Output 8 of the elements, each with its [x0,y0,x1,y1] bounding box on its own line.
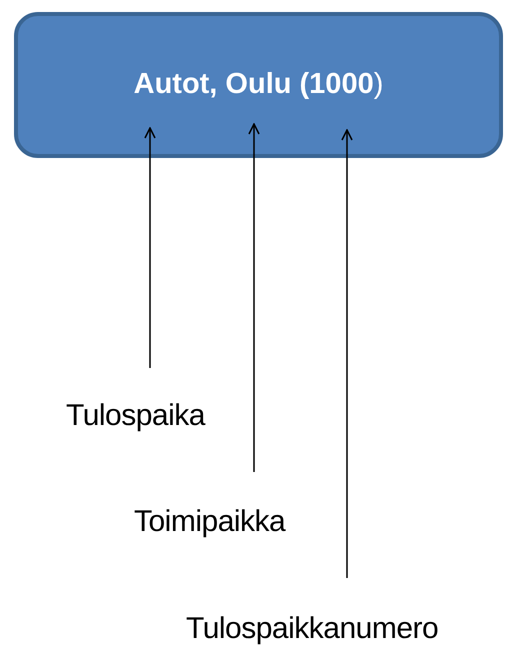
box-title: Autot, Oulu (1000) [134,67,384,102]
leader-label: Toimipaikka [134,504,286,540]
rounded-box [14,12,503,158]
leader-arrow [341,129,353,578]
leader-arrow [144,127,156,368]
leader-label: Tulospaika [66,398,205,434]
leader-arrow [248,123,260,472]
leader-label: Tulospaikkanumero [186,611,438,647]
